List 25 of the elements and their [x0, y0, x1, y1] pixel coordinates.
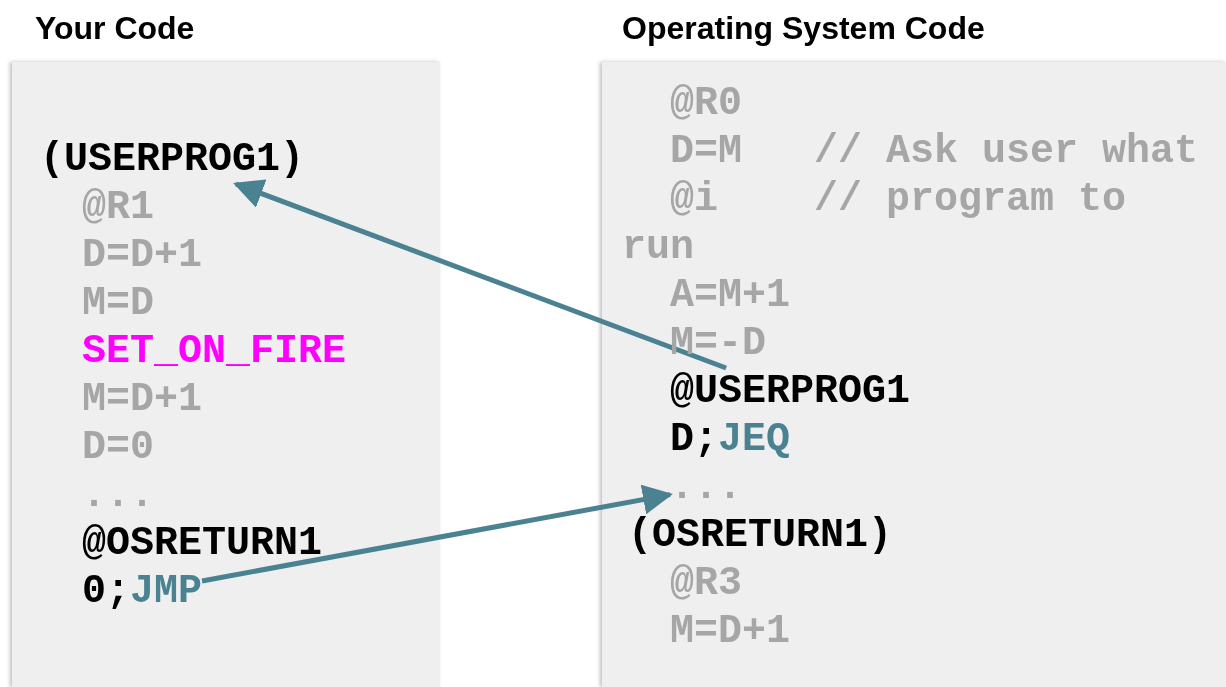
- code-line: M=D+1: [670, 608, 791, 656]
- code-line: M=-D: [670, 320, 766, 368]
- code-line: M=D: [82, 280, 154, 328]
- code-line: A=M+1: [670, 272, 791, 320]
- code-line: SET_ON_FIRE: [82, 328, 347, 376]
- code-line: @OSRETURN1: [82, 520, 323, 568]
- code-line: 0;JMP: [82, 568, 203, 616]
- code-line: (USERPROG1): [40, 136, 305, 184]
- arrow: [233, 179, 727, 371]
- code-line: @R0: [670, 80, 742, 128]
- code-line: D=0: [82, 424, 154, 472]
- code-line: (OSRETURN1): [628, 512, 893, 560]
- code-line: M=D+1: [82, 376, 203, 424]
- code-line: D=D+1: [82, 232, 203, 280]
- panel-heading: Operating System Code: [622, 10, 985, 47]
- code-line: ...: [670, 464, 742, 512]
- panel-heading: Your Code: [35, 10, 195, 47]
- code-line: @USERPROG1: [670, 368, 911, 416]
- code-line: @i // program to run: [622, 176, 1207, 272]
- arrow: [201, 484, 673, 584]
- code-line: @R3: [670, 560, 742, 608]
- code-line: D=M // Ask user what: [670, 128, 1199, 176]
- code-line: @R1: [82, 184, 154, 232]
- code-line: D;JEQ: [670, 416, 791, 464]
- code-line: ...: [82, 472, 154, 520]
